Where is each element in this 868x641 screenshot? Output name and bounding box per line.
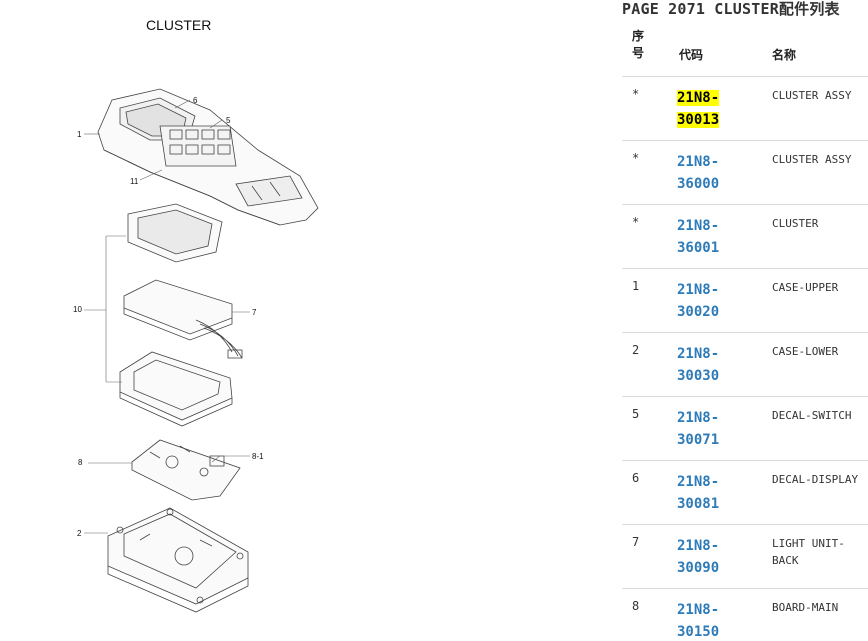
row-part-name: LIGHT UNIT-BACK xyxy=(772,537,845,567)
row-part-name: CLUSTER xyxy=(772,217,819,230)
row-part-name: CLUSTER ASSY xyxy=(772,153,852,166)
row-divider xyxy=(622,396,868,397)
part-code-link[interactable]: 21N8-30150 xyxy=(677,599,723,641)
column-header-code: 代码 xyxy=(679,48,704,62)
exploded-parts-diagram: CLUSTER 6 5 1 11 10 7 8 8-1 2 xyxy=(73,17,319,613)
row-divider xyxy=(622,524,868,525)
callout-label: 7 xyxy=(252,308,257,317)
row-seq: 8 xyxy=(632,599,640,613)
part-case-lower xyxy=(107,507,249,613)
table-row: * 21N8-30013 CLUSTER ASSY xyxy=(622,77,868,141)
part-code-link[interactable]: 21N8-30081 xyxy=(677,471,723,515)
row-part-name: CASE-LOWER xyxy=(772,345,839,358)
leader-lines xyxy=(84,99,250,534)
row-seq: * xyxy=(632,151,640,165)
row-seq: * xyxy=(632,87,640,101)
diagram-drawing xyxy=(84,88,319,613)
part-code-text: 21N8-30030 xyxy=(677,346,720,384)
part-code-link[interactable]: 21N8-30090 xyxy=(677,535,723,579)
part-code-text: 21N8-36001 xyxy=(677,218,720,256)
table-row: * 21N8-36000 CLUSTER ASSY xyxy=(622,141,868,205)
part-code-text: 21N8-36000 xyxy=(677,154,720,192)
part-code-link[interactable]: 21N8-30013 xyxy=(677,87,723,131)
row-part-name: BOARD-MAIN xyxy=(772,601,839,614)
row-seq: * xyxy=(632,215,640,229)
table-row: 2 21N8-30030 CASE-LOWER xyxy=(622,333,868,397)
row-seq: 7 xyxy=(632,535,640,549)
callout-label: 2 xyxy=(77,529,82,538)
diagram-title: CLUSTER xyxy=(146,17,212,33)
row-divider xyxy=(622,140,868,141)
column-header-seq: 序号 xyxy=(632,29,645,60)
table-row: 5 21N8-30071 DECAL-SWITCH xyxy=(622,397,868,461)
row-part-name: DECAL-SWITCH xyxy=(772,409,852,422)
row-divider xyxy=(622,588,868,589)
column-header-name: 名称 xyxy=(772,48,797,62)
table-row: 1 21N8-30020 CASE-UPPER xyxy=(622,269,868,333)
part-code-text: 21N8-30071 xyxy=(677,410,720,448)
row-part-name: CLUSTER ASSY xyxy=(772,89,852,102)
page-title: PAGE 2071 CLUSTER配件列表 xyxy=(622,0,840,18)
table-row: * 21N8-36001 CLUSTER xyxy=(622,205,868,269)
part-code-link[interactable]: 21N8-36001 xyxy=(677,215,723,259)
header-divider xyxy=(622,76,868,77)
callout-label: 5 xyxy=(226,116,231,125)
callout-label: 1 xyxy=(77,130,82,139)
parts-list-panel: PAGE 2071 CLUSTER配件列表 序号 代码 名称 * 21N8-300… xyxy=(622,0,868,641)
table-row: 6 21N8-30081 DECAL-DISPLAY xyxy=(622,461,868,525)
part-code-link[interactable]: 21N8-30020 xyxy=(677,279,723,323)
row-divider xyxy=(622,268,868,269)
part-display-frame xyxy=(127,203,223,263)
callout-label: 6 xyxy=(193,96,198,105)
part-code-link[interactable]: 21N8-30071 xyxy=(677,407,723,451)
part-code-text: 21N8-30013 xyxy=(677,90,720,128)
table-row: 8 21N8-30150 BOARD-MAIN xyxy=(622,589,868,641)
row-divider xyxy=(622,204,868,205)
row-seq: 1 xyxy=(632,279,640,293)
row-seq: 5 xyxy=(632,407,640,421)
part-code-text: 21N8-30090 xyxy=(677,538,720,576)
row-part-name: CASE-UPPER xyxy=(772,281,839,294)
table-row: 7 21N8-30090 LIGHT UNIT-BACK xyxy=(622,525,868,589)
part-main-board xyxy=(131,439,241,501)
part-code-link[interactable]: 21N8-36000 xyxy=(677,151,723,195)
part-light-unit xyxy=(123,279,243,359)
row-divider xyxy=(622,332,868,333)
callout-label: 11 xyxy=(130,177,139,186)
callout-label: 10 xyxy=(73,305,82,314)
row-divider xyxy=(622,460,868,461)
callout-label: 8 xyxy=(78,458,83,467)
row-seq: 2 xyxy=(632,343,640,357)
row-seq: 6 xyxy=(632,471,640,485)
part-inner-tray xyxy=(119,351,233,427)
part-code-link[interactable]: 21N8-30030 xyxy=(677,343,723,387)
row-part-name: DECAL-DISPLAY xyxy=(772,473,859,486)
callout-label: 8-1 xyxy=(252,452,264,461)
part-code-text: 21N8-30020 xyxy=(677,282,720,320)
part-code-text: 21N8-30150 xyxy=(677,602,720,640)
part-case-upper xyxy=(97,88,319,226)
part-code-text: 21N8-30081 xyxy=(677,474,720,512)
